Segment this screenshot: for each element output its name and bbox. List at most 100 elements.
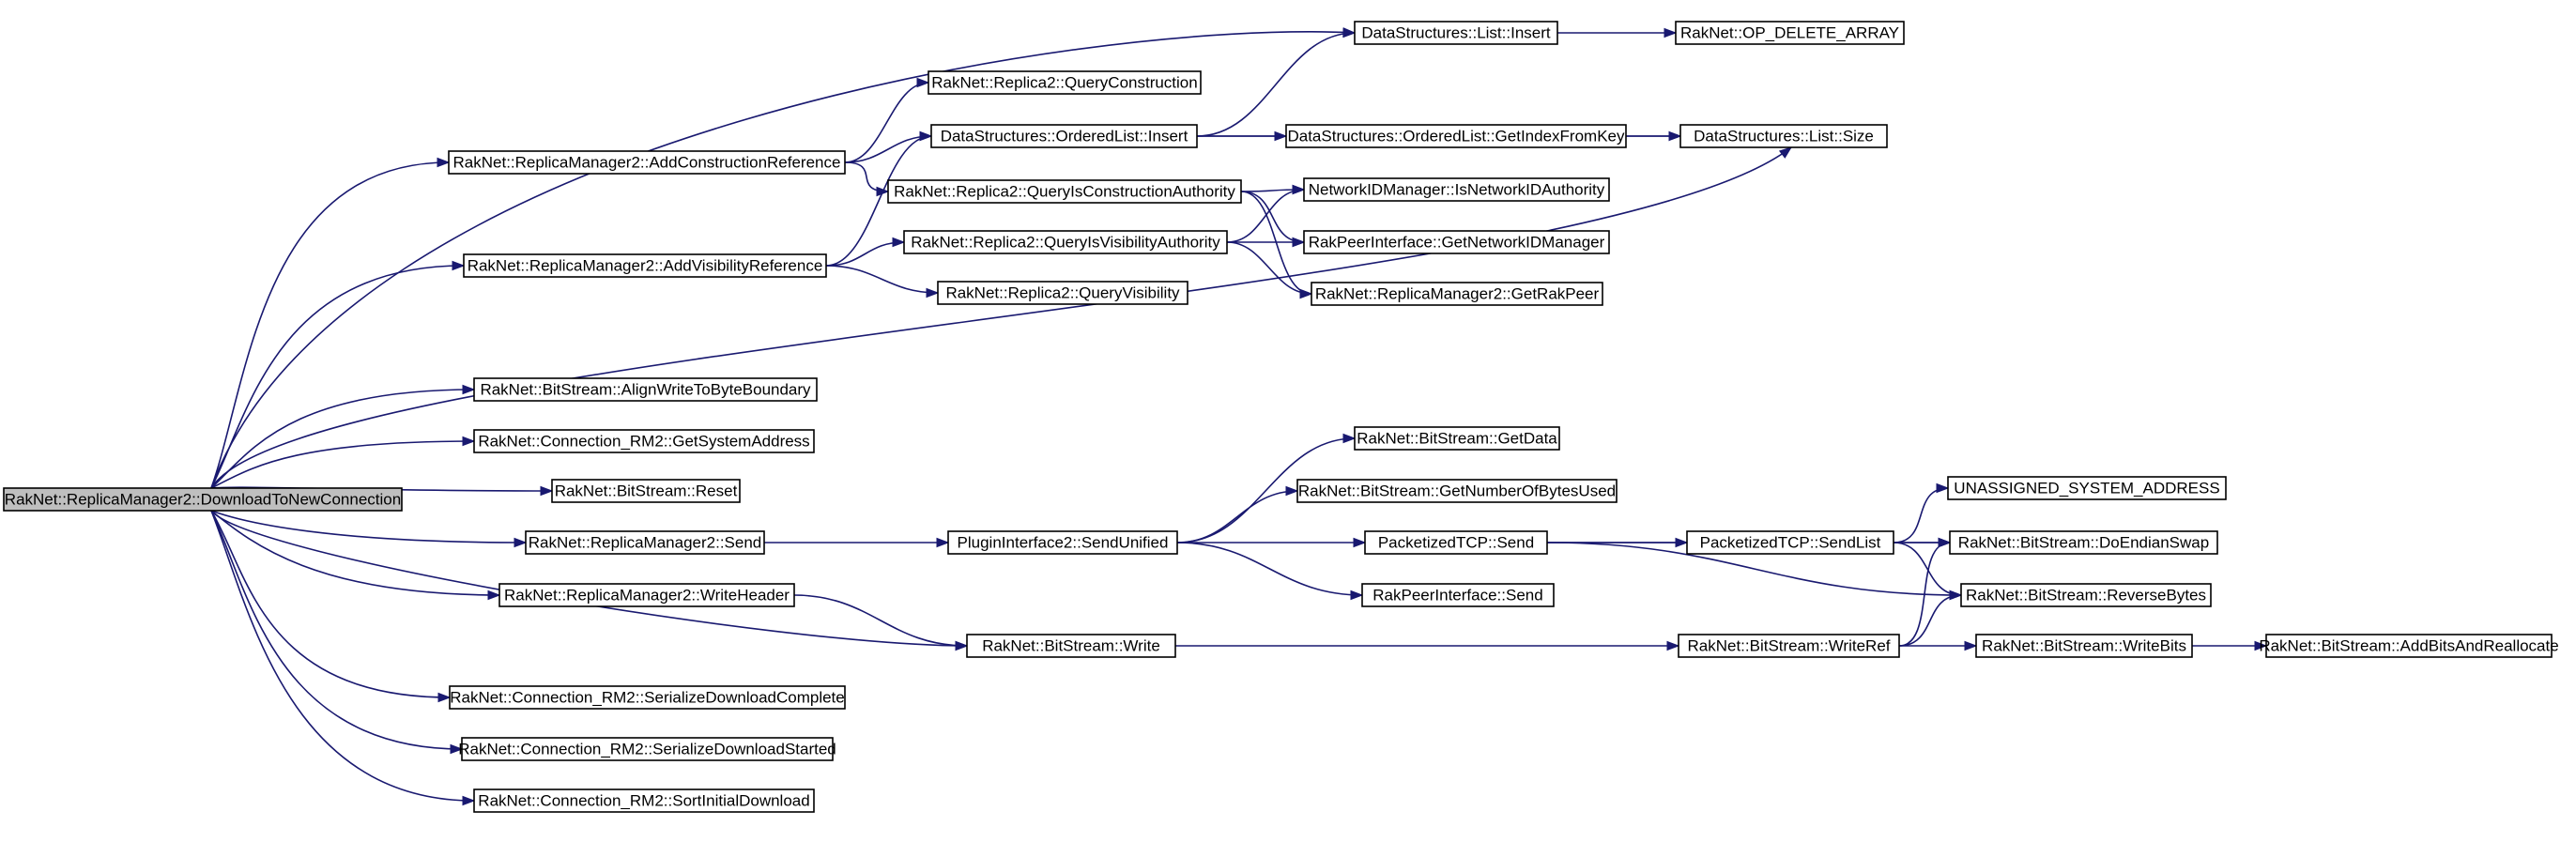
node-box (2265, 634, 2553, 658)
node-n28[interactable]: RakNet::BitStream::ReverseBytes (1960, 583, 2212, 607)
node-n12[interactable]: RakPeerInterface::GetNetworkIDManager (1303, 230, 1610, 254)
node-box (448, 150, 846, 175)
node-n34[interactable]: RakNet::Connection_RM2::SerializeDownloa… (458, 737, 836, 761)
node-box (463, 253, 827, 278)
node-label: RakNet::BitStream::WriteBits (1982, 637, 2186, 655)
node-label: RakNet::BitStream::GetNumberOfBytesUsed (1298, 482, 1616, 500)
edge-n4-n3 (844, 82, 929, 163)
call-nodes: RakNet::ReplicaManager2::DownloadToNewCo… (3, 21, 2559, 813)
edge-n10-n5 (825, 135, 932, 267)
node-n13[interactable]: RakNet::Replica2::QueryVisibility (937, 281, 1188, 305)
edge-arrowhead (540, 485, 554, 497)
node-n26[interactable]: RakNet::ReplicaManager2::WriteHeader (498, 583, 795, 607)
edge-n26-n29 (793, 594, 968, 647)
edge-root-n10 (210, 265, 465, 489)
node-n2[interactable]: RakNet::OP_DELETE_ARRAY (1675, 21, 1905, 45)
node-label: DataStructures::OrderedList::GetIndexFro… (1287, 128, 1625, 145)
node-box (1303, 230, 1610, 254)
node-label: RakNet::ReplicaManager2::AddConstruction… (453, 154, 841, 172)
edge-root-n34 (210, 510, 463, 750)
node-n19[interactable]: RakNet::BitStream::GetNumberOfBytesUsed (1296, 479, 1618, 503)
edge-n23-n28 (1546, 542, 1962, 596)
node-n8[interactable]: RakNet::Replica2::QueryIsConstructionAut… (887, 179, 1242, 204)
edge-arrowhead (1350, 589, 1364, 601)
node-n27[interactable]: RakPeerInterface::Send (1361, 583, 1555, 607)
node-n6[interactable]: DataStructures::OrderedList::GetIndexFro… (1285, 124, 1627, 148)
node-label: RakNet::ReplicaManager2::DownloadToNewCo… (5, 491, 401, 509)
node-n5[interactable]: DataStructures::OrderedList::Insert (930, 124, 1198, 148)
node-box (1354, 21, 1558, 45)
node-box (1679, 124, 1888, 148)
node-box (1311, 282, 1603, 306)
node-n22[interactable]: PluginInterface2::SendUnified (947, 530, 1178, 555)
edge-arrowhead (1292, 237, 1306, 248)
node-n18[interactable]: RakNet::BitStream::Reset (551, 479, 741, 503)
node-label: RakNet::BitStream::Write (982, 637, 1160, 655)
edge-arrowhead (437, 692, 452, 703)
node-n1[interactable]: DataStructures::List::Insert (1354, 21, 1558, 45)
node-n10[interactable]: RakNet::ReplicaManager2::AddVisibilityRe… (463, 253, 827, 278)
node-n17[interactable]: RakNet::BitStream::GetData (1354, 426, 1560, 451)
edge-root-n16 (210, 440, 475, 489)
node-n7[interactable]: DataStructures::List::Size (1679, 124, 1888, 148)
node-box (1361, 583, 1555, 607)
node-root[interactable]: RakNet::ReplicaManager2::DownloadToNewCo… (3, 487, 403, 512)
node-box (903, 230, 1228, 254)
node-n23[interactable]: PacketizedTCP::Send (1364, 530, 1548, 555)
node-n9[interactable]: NetworkIDManager::IsNetworkIDAuthority (1303, 177, 1610, 202)
node-box (1678, 634, 1900, 658)
node-n14[interactable]: RakNet::ReplicaManager2::GetRakPeer (1311, 282, 1603, 306)
edge-arrowhead (1342, 27, 1357, 38)
call-edges (210, 27, 2268, 806)
node-n33[interactable]: RakNet::Connection_RM2::SerializeDownloa… (449, 685, 846, 710)
node-n31[interactable]: RakNet::BitStream::WriteBits (1975, 634, 2193, 658)
edge-arrowhead (1949, 589, 1963, 601)
node-n16[interactable]: RakNet::Connection_RM2::GetSystemAddress (473, 429, 815, 453)
node-n25[interactable]: RakNet::BitStream::DoEndianSwap (1949, 530, 2218, 555)
node-n3[interactable]: RakNet::Replica2::QueryConstruction (928, 70, 1202, 95)
edge-arrowhead (1292, 184, 1306, 195)
edge-arrowhead (1936, 482, 1950, 494)
node-n30[interactable]: RakNet::BitStream::WriteRef (1678, 634, 1900, 658)
edge-arrowhead (2254, 640, 2268, 651)
node-label: RakPeerInterface::GetNetworkIDManager (1309, 234, 1605, 252)
node-label: RakNet::ReplicaManager2::GetRakPeer (1315, 285, 1600, 303)
node-n21[interactable]: RakNet::ReplicaManager2::Send (525, 530, 765, 555)
edge-arrowhead (452, 260, 466, 271)
edge-arrowhead (1666, 640, 1680, 651)
node-box (461, 737, 834, 761)
edge-arrowhead (919, 130, 933, 142)
edge-root-n1 (210, 31, 1356, 489)
node-n29[interactable]: RakNet::BitStream::Write (966, 634, 1176, 658)
node-n20[interactable]: UNASSIGNED_SYSTEM_ADDRESS (1947, 476, 2227, 500)
edge-n10-n13 (825, 265, 939, 294)
node-box (947, 530, 1178, 555)
node-n35[interactable]: RakNet::Connection_RM2::SortInitialDownl… (473, 788, 815, 813)
node-label: RakNet::BitStream::DoEndianSwap (1958, 534, 2209, 552)
edge-arrowhead (1299, 288, 1313, 299)
edge-n5-n1 (1196, 32, 1356, 137)
edge-arrowhead (437, 157, 451, 168)
edge-arrowhead (955, 640, 969, 651)
node-box (1296, 479, 1618, 503)
node-n15[interactable]: RakNet::BitStream::AlignWriteToByteBound… (473, 377, 818, 402)
node-label: RakNet::ReplicaManager2::AddVisibilityRe… (468, 257, 823, 275)
node-box (1354, 426, 1560, 451)
node-label: RakNet::Replica2::QueryConstruction (931, 74, 1197, 92)
node-box (1960, 583, 2212, 607)
node-n32[interactable]: RakNet::BitStream::AddBitsAndReallocate (2259, 634, 2559, 658)
node-label: RakNet::BitStream::WriteRef (1687, 637, 1890, 655)
edge-arrowhead (1285, 485, 1299, 497)
edge-arrowhead (514, 537, 528, 548)
node-label: RakPeerInterface::Send (1372, 587, 1542, 605)
node-box (473, 377, 818, 402)
node-n24[interactable]: PacketizedTCP::SendList (1686, 530, 1894, 555)
node-n4[interactable]: RakNet::ReplicaManager2::AddConstruction… (448, 150, 846, 175)
edge-arrowhead (892, 237, 906, 248)
node-box (930, 124, 1198, 148)
node-label: DataStructures::OrderedList::Insert (941, 128, 1188, 145)
node-box (966, 634, 1176, 658)
node-box (473, 788, 815, 813)
node-n11[interactable]: RakNet::Replica2::QueryIsVisibilityAutho… (903, 230, 1228, 254)
